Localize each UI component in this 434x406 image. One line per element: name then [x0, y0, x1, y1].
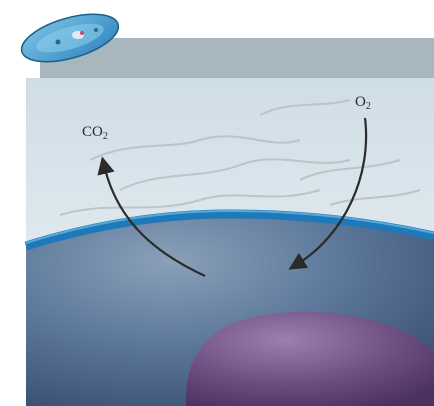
o2-label: O2 — [355, 95, 371, 110]
co2-label-subscript: 2 — [103, 131, 108, 142]
o2-label-base: O — [355, 94, 366, 110]
co2-label: CO2 — [82, 125, 108, 140]
o2-label-subscript: 2 — [366, 101, 371, 112]
co2-label-base: CO — [82, 124, 103, 140]
